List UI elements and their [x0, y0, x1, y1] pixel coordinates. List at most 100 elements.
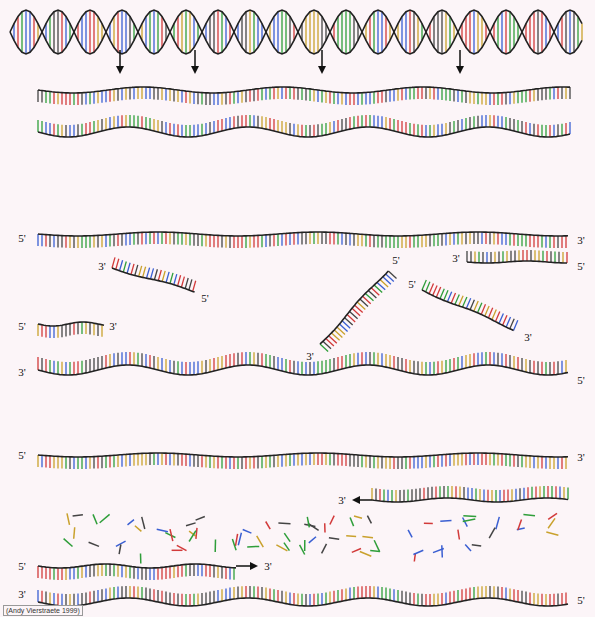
nucleotide-rung: [413, 87, 414, 99]
nucleotide-rung: [333, 453, 334, 465]
nucleotide-rung: [436, 287, 440, 297]
nucleotide-rung: [377, 116, 378, 128]
nucleotide-rung: [173, 593, 174, 605]
nucleotide-rung: [466, 298, 470, 308]
nucleotide-rung: [41, 358, 42, 371]
nucleotide-rung: [237, 353, 238, 366]
nucleotide-rung: [517, 120, 518, 132]
nucleotide-rung: [165, 122, 166, 134]
base-pair: [289, 16, 290, 47]
nucleotide-rung: [69, 125, 70, 137]
base-pair: [573, 12, 574, 53]
base-pair: [321, 16, 322, 47]
nucleotide-rung: [421, 125, 422, 137]
nucleotide-rung: [549, 236, 550, 248]
nucleotide-rung: [379, 489, 380, 501]
nucleotide-rung: [449, 122, 450, 134]
free-nucleotide: [186, 523, 196, 526]
nucleotide-rung: [253, 457, 254, 469]
base-pair: [377, 10, 378, 54]
nucleotide-rung: [229, 117, 230, 129]
nucleotide-rung: [529, 235, 530, 247]
nucleotide-rung: [233, 457, 234, 469]
nucleotide-rung: [193, 455, 194, 467]
nucleotide-rung: [478, 303, 482, 313]
nucleotide-rung: [413, 236, 414, 248]
base-pair: [505, 10, 506, 54]
nucleotide-rung: [221, 119, 222, 131]
nucleotide-rung: [109, 564, 110, 576]
nucleotide-rung: [105, 118, 106, 130]
arrow-head: [456, 66, 464, 74]
nucleotide-rung: [563, 487, 564, 499]
nucleotide-rung: [213, 358, 214, 371]
base-pair: [49, 16, 50, 47]
nucleotide-rung: [427, 487, 428, 499]
nucleotide-rung: [149, 87, 150, 99]
nucleotide-rung: [165, 232, 166, 244]
nucleotide-rung: [113, 116, 114, 128]
nucleotide-rung: [293, 454, 294, 466]
nucleotide-rung: [537, 235, 538, 247]
nucleotide-rung: [285, 454, 286, 466]
nucleotide-rung: [65, 324, 66, 336]
nucleotide-rung: [513, 119, 514, 131]
base-pair: [21, 12, 22, 53]
nucleotide-rung: [309, 362, 310, 375]
nucleotide-rung: [53, 326, 54, 338]
nucleotide-rung: [177, 565, 178, 577]
nucleotide-rung: [337, 357, 338, 370]
nucleotide-rung: [510, 319, 514, 329]
nucleotide-rung: [289, 454, 290, 466]
nucleotide-rung: [369, 92, 370, 104]
nucleotide-rung: [165, 359, 166, 372]
free-nucleotide: [413, 550, 423, 554]
nucleotide-rung: [225, 118, 226, 130]
nucleotide-rung: [353, 93, 354, 105]
sugar-phosphate-backbone: [372, 498, 568, 502]
nucleotide-rung: [185, 362, 186, 375]
nucleotide-rung: [538, 250, 539, 261]
nucleotide-rung: [177, 594, 178, 606]
nucleotide-rung: [81, 322, 82, 334]
free-nucleotide: [346, 535, 356, 537]
nucleotide-rung: [241, 236, 242, 248]
base-pair: [61, 12, 62, 53]
nucleotide-rung: [277, 357, 278, 370]
nucleotide-rung: [245, 236, 246, 248]
nucleotide-rung: [549, 362, 550, 375]
nucleotide-rung: [241, 352, 242, 365]
free-nucleotide: [247, 546, 259, 548]
nucleotide-rung: [433, 362, 434, 375]
nucleotide-rung: [483, 489, 484, 501]
nucleotide-rung: [531, 487, 532, 499]
nucleotide-rung: [401, 236, 402, 248]
nucleotide-rung: [241, 586, 242, 598]
nucleotide-rung: [317, 90, 318, 102]
nucleotide-rung: [449, 359, 450, 372]
free-nucleotide: [322, 544, 327, 554]
arrow-head: [250, 562, 258, 570]
nucleotide-rung: [325, 91, 326, 103]
nucleotide-rung: [361, 586, 362, 598]
nucleotide-rung: [229, 588, 230, 600]
nucleotide-rung: [469, 92, 470, 104]
nucleotide-rung: [161, 453, 162, 465]
nucleotide-rung: [451, 486, 452, 498]
nucleotide-rung: [473, 92, 474, 104]
nucleotide-rung: [121, 455, 122, 467]
nucleotide-rung: [65, 457, 66, 469]
nucleotide-rung: [237, 236, 238, 248]
nucleotide-rung: [117, 89, 118, 101]
nucleotide-rung: [217, 357, 218, 370]
base-pair: [341, 12, 342, 53]
nucleotide-rung: [53, 92, 54, 104]
nucleotide-rung: [534, 250, 535, 261]
nucleotide-rung: [121, 565, 122, 577]
base-pair: [53, 12, 54, 53]
nucleotide-rung: [61, 125, 62, 137]
free-nucleotide: [74, 527, 75, 539]
nucleotide-rung: [397, 457, 398, 469]
free-nucleotide: [374, 540, 380, 552]
strand-end-label: 3': [264, 561, 271, 572]
